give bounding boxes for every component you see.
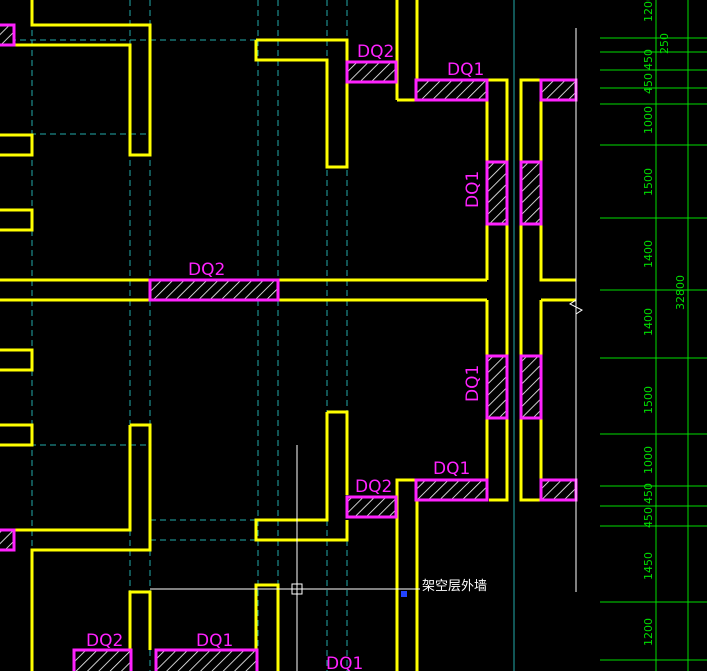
label-dq2-top: DQ2 [357,42,394,62]
label-dq2-lower: DQ2 [86,631,123,651]
beam-dq1-vert-c [485,354,509,420]
label-dq1-top: DQ1 [447,60,484,80]
beam-dq1-lower [154,648,259,671]
beam-vert-b [519,160,543,226]
dim-1500-b: 1500 [642,386,655,414]
beam-dq1-top [414,78,489,102]
label-dq1-lower: DQ1 [196,631,233,651]
dim-450-a: 450 [642,49,655,70]
beam-vert-d [519,354,543,420]
dimension-chain [600,0,707,671]
dim-1400-a: 1400 [642,240,655,268]
beam-dq2-mid [148,278,280,302]
walls[interactable] [0,0,576,671]
dim-450-c: 450 [642,483,655,504]
break-line-icon [569,299,583,315]
beam-dq1-vert-a [485,160,509,226]
crosshair-cursor-icon [150,445,420,671]
beam-dq2-bottom [345,495,398,519]
beam-labels: DQ2 DQ1 DQ1 DQ2 DQ1 DQ1 DQ2 DQ2 DQ1 DQ1 [86,42,484,671]
beam-dq2-lower [72,648,133,671]
dim-1200-bottom: 1200 [642,618,655,646]
dim-1000-b: 1000 [642,446,655,474]
dim-1200-top: 1200 [642,0,655,22]
dimension-extension [569,28,583,592]
beam-left-top [0,23,16,47]
dim-250: 250 [658,33,671,54]
snap-marker-icon [401,591,407,597]
dim-total: 32800 [674,275,687,310]
axis-grid [0,0,348,671]
label-dq2-mid: DQ2 [188,260,225,280]
dim-450-d: 450 [642,507,655,528]
beam-left-bottom [0,528,16,552]
dim-1400-b: 1400 [642,308,655,336]
dim-1500-a: 1500 [642,168,655,196]
label-dq1-vert-c: DQ1 [463,365,483,402]
beams[interactable] [0,23,578,671]
beam-top-right [539,78,578,102]
dimension-texts: 1200 250 450 450 1000 1500 1400 32800 14… [642,0,687,646]
beam-dq1-bottom [414,478,489,502]
beam-bottom-right [539,478,578,502]
label-dq2-bottom: DQ2 [355,477,392,497]
dim-1450: 1450 [642,552,655,580]
beam-dq2-top [345,60,398,84]
dim-1000-a: 1000 [642,106,655,134]
label-dq1-bottom: DQ1 [433,459,470,479]
label-dq1-bottom-edge: DQ1 [326,654,363,671]
label-dq1-vert-a: DQ1 [463,171,483,208]
annotation-text: 架空层外墙 [422,579,487,594]
dim-450-b: 450 [642,73,655,94]
